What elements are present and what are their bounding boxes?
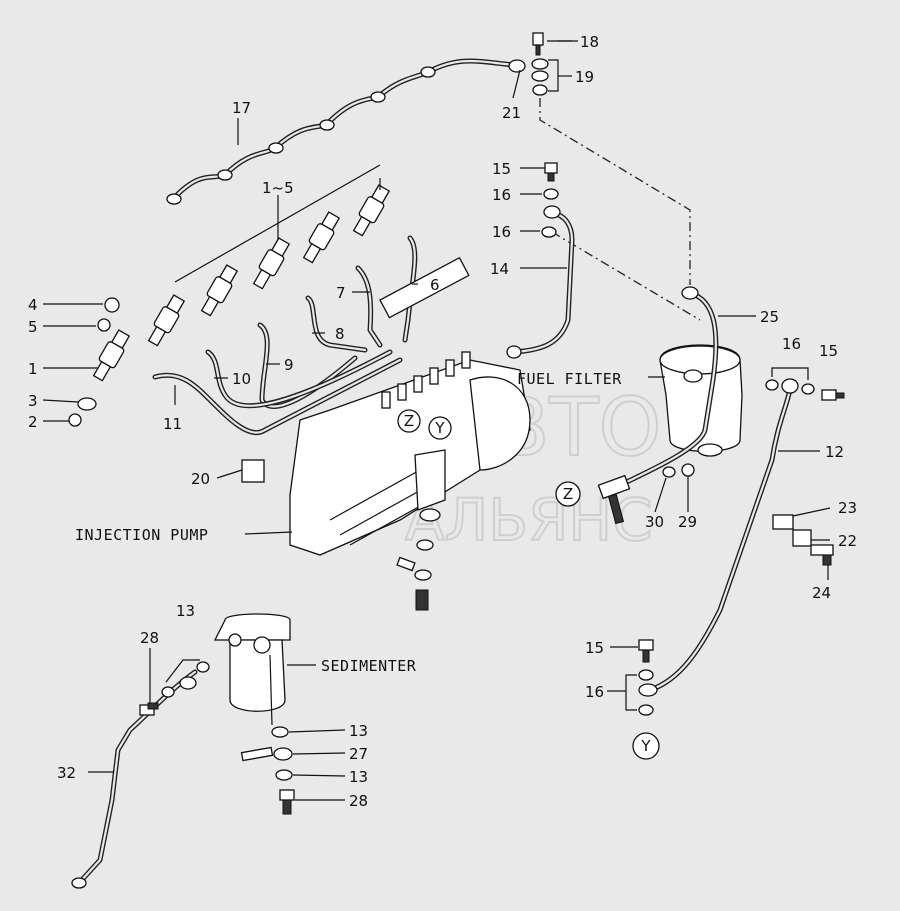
high-pressure-pipes [152,235,418,436]
callout-23: 23 [838,499,857,517]
sedimenter-label: SEDIMENTER [321,657,417,675]
callout-25: 25 [760,308,779,326]
fitting-29-30 [597,463,695,525]
callout-22: 22 [838,532,857,550]
marker-y-lower-label: Y [640,737,651,755]
marker-y-pump-label: Y [434,419,445,437]
fuel-filter [659,344,743,457]
marker-z-filter-label: Z [563,485,573,503]
callout-24: 24 [812,584,831,602]
marker-z-pump: Z [397,409,421,433]
dash-line-19-25 [539,98,691,285]
callout-32: 32 [57,764,76,782]
callout-30: 30 [645,513,664,531]
leak-off-pipe-17 [166,58,526,205]
callout-16-top-a: 16 [492,186,511,204]
callout-13-sedimenter-left: 13 [176,602,195,620]
callout-19: 19 [575,68,594,86]
callout-11: 11 [163,415,182,433]
injection-nozzles [92,164,391,382]
callout-20: 20 [191,470,210,488]
callout-1-5: 1~5 [262,179,294,197]
callout-6: 6 [430,276,440,294]
fuel-pipe-32 [71,659,210,889]
callout-5: 5 [28,318,38,336]
callout-21: 21 [502,104,521,122]
callout-8: 8 [335,325,345,343]
callout-7: 7 [336,284,346,302]
injection-pump [241,256,531,611]
callout-15-top: 15 [492,160,511,178]
callout-14: 14 [490,260,509,278]
callout-28-bottom: 28 [349,792,368,810]
callout-12: 12 [825,443,844,461]
bolt-washers-top [541,162,559,238]
callout-13-sedimenter-bottom: 13 [349,768,368,786]
callout-18: 18 [580,33,599,51]
callout-16-lower: 16 [585,683,604,701]
marker-z-pump-label: Z [404,412,414,430]
callout-16-top-b: 16 [492,223,511,241]
fuel-pipes-25-12 [607,286,799,697]
marker-y-lower: Y [632,732,660,760]
leader-lines [42,40,831,801]
callout-17: 17 [232,99,251,117]
marker-y-pump: Y [428,416,452,440]
washers-2-3-4-5 [68,297,120,427]
callout-28-left: 28 [140,629,159,647]
callout-15-lower: 15 [585,639,604,657]
clamp-parts-22-23-24 [772,514,834,566]
marker-z-filter: Z [555,481,581,507]
callout-10: 10 [232,370,251,388]
callout-13-sedimenter-top: 13 [349,722,368,740]
callout-15-right: 15 [819,342,838,360]
callout-29: 29 [678,513,697,531]
fuel-filter-label: FUEL FILTER [517,370,622,388]
callouts: 1 1~5 2 3 4 5 6 7 8 9 10 11 12 13 13 13 … [28,33,857,810]
callout-1: 1 [28,360,38,378]
callout-4: 4 [28,296,38,314]
fuel-pipe-14 [506,205,575,359]
sedimenter [213,613,295,815]
callout-9: 9 [284,356,294,374]
callout-3: 3 [28,392,38,410]
callout-16-right: 16 [782,335,801,353]
callout-27: 27 [349,745,368,763]
bolt-washers-right [765,367,845,401]
injection-pump-label: INJECTION PUMP [75,526,208,544]
bolt-washers-lower [625,639,654,716]
callout-2: 2 [28,413,38,431]
banjo-parts-18-19-21 [512,32,572,99]
